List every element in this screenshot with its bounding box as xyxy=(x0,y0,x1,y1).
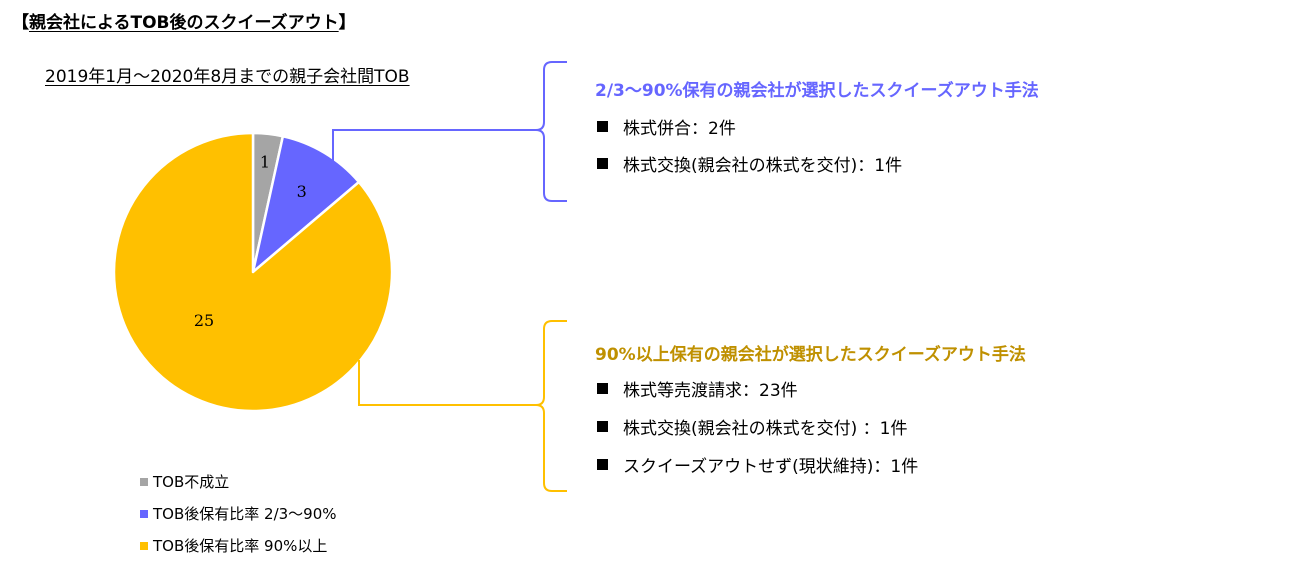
square-bullet-icon xyxy=(597,158,608,169)
panel-item: 株式交換(親会社の株式を交付) ：1件 xyxy=(597,414,907,439)
panel-item-text: 株式交換(親会社の株式を交付) ：1件 xyxy=(623,419,908,439)
pie-slices xyxy=(112,131,394,413)
connector-line-2-3-to-90 xyxy=(332,129,522,168)
square-bullet-icon xyxy=(597,459,608,470)
panel-item: 株式等売渡請求：23件 xyxy=(597,376,798,401)
brace-2-3-to-90 xyxy=(522,61,567,202)
pie-data-label-2: 3 xyxy=(297,182,307,201)
title-bracket-close: 】 xyxy=(338,13,356,33)
legend-label: TOB後保有比率 2/3～90% xyxy=(153,505,337,523)
pie-slice-2 xyxy=(251,135,361,274)
legend-swatch-blue xyxy=(140,509,148,518)
square-bullet-icon xyxy=(597,383,608,394)
square-bullet-icon xyxy=(597,121,608,132)
pie-data-label-3: 25 xyxy=(194,311,214,330)
legend-label: TOB不成立 xyxy=(153,473,230,491)
connectors xyxy=(332,61,567,492)
panel-item: スクイーズアウトせず(現状維持)：1件 xyxy=(597,452,918,477)
legend-label: TOB後保有比率 90%以上 xyxy=(153,537,328,555)
chart-title: 2019年1月～2020年8月までの親子会社間TOB xyxy=(45,67,410,87)
pie-slice-3 xyxy=(112,131,394,413)
brace-90-plus xyxy=(521,320,567,492)
panel-item-text: 株式等売渡請求：23件 xyxy=(623,381,798,401)
panel-item: 株式交換(親会社の株式を交付)：1件 xyxy=(597,151,902,176)
square-bullet-icon xyxy=(597,421,608,432)
panel-item: 株式併合：2件 xyxy=(597,114,736,139)
legend-item-90-plus: TOB後保有比率 90%以上 xyxy=(140,535,327,556)
legend-swatch-yellow xyxy=(140,541,148,550)
page-title: 【親会社によるTOB後のスクイーズアウト】 xyxy=(12,8,356,33)
panel-item-text: 株式交換(親会社の株式を交付)：1件 xyxy=(623,156,903,176)
panel-heading-90-plus: 90%以上保有の親会社が選択したスクイーズアウト手法 xyxy=(595,345,1026,365)
panel-item-text: 株式併合：2件 xyxy=(623,119,736,139)
pie-data-labels: 1 3 25 xyxy=(194,152,307,330)
legend-swatch-gray xyxy=(140,477,148,486)
pie-data-label-1: 1 xyxy=(260,152,270,171)
panel-item-text: スクイーズアウトせず(現状維持)：1件 xyxy=(623,457,919,477)
title-bracket-open: 【 xyxy=(12,13,29,33)
legend-item-tob-failed: TOB不成立 xyxy=(140,471,229,492)
legend-item-2-3-to-90: TOB後保有比率 2/3～90% xyxy=(140,503,337,524)
title-text: 親会社によるTOB後のスクイーズアウト xyxy=(29,13,339,33)
connector-line-90-plus xyxy=(358,360,521,406)
panel-heading-2-3-to-90: 2/3～90%保有の親会社が選択したスクイーズアウト手法 xyxy=(595,81,1039,101)
